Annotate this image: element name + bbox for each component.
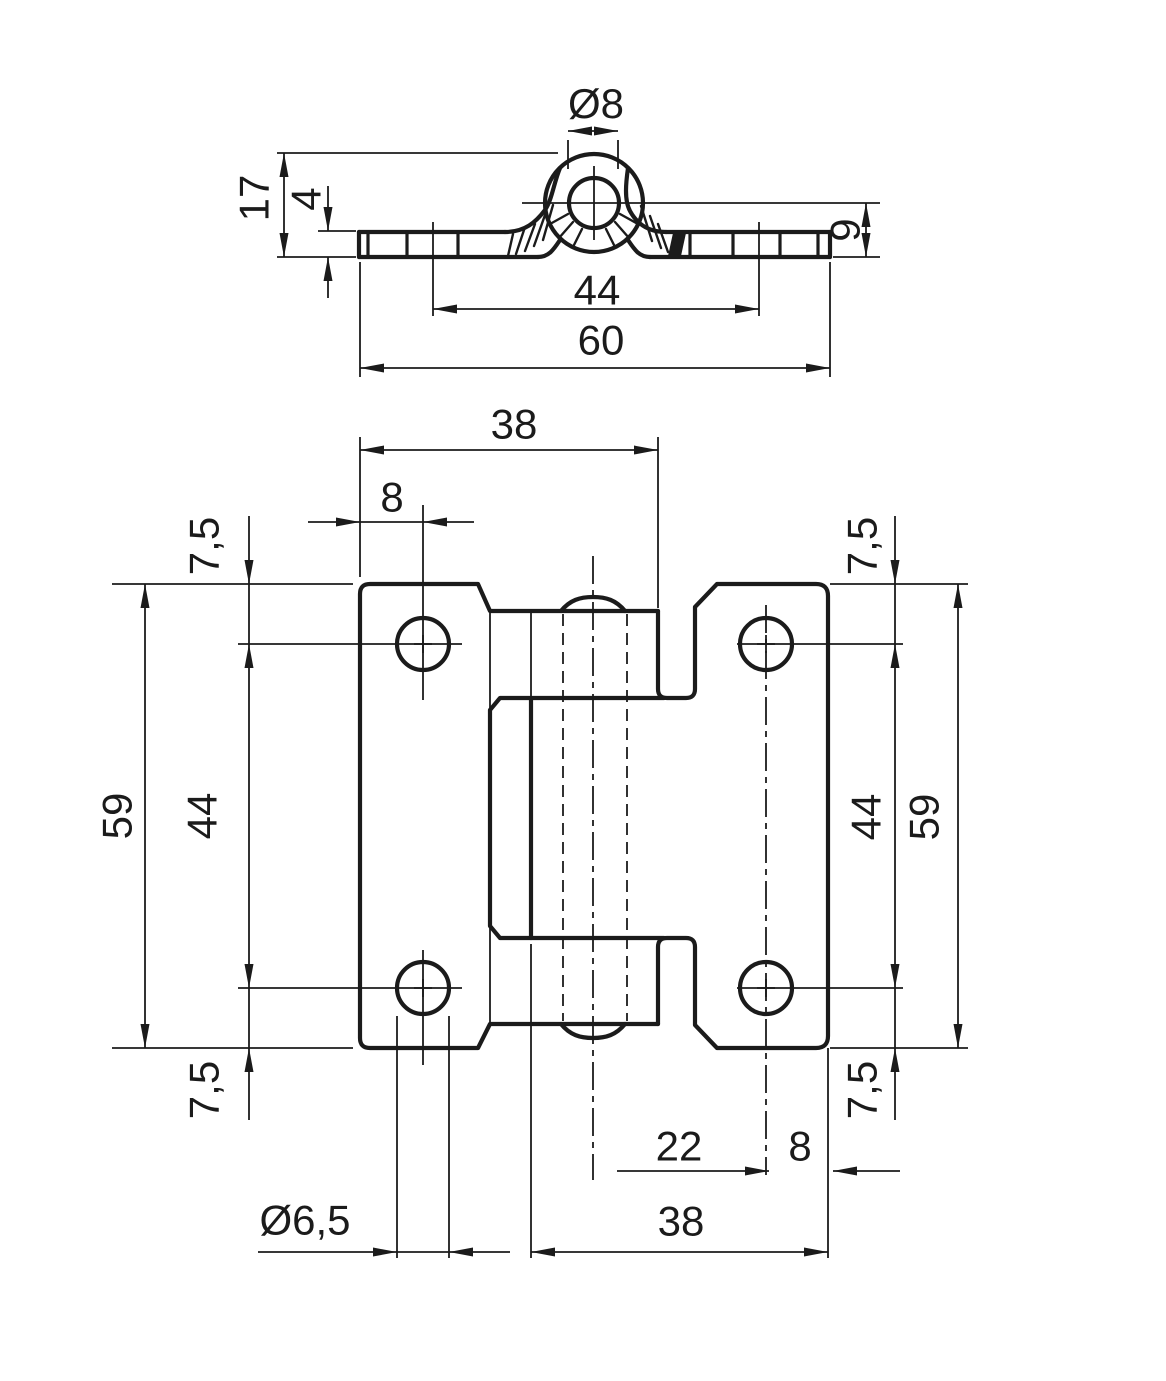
dim-label-hole-edge-top: 8	[380, 474, 403, 521]
dim-top-hole-spacing: 44	[432, 222, 760, 316]
dim-label-hole-top-offset-right: 7,5	[839, 517, 886, 575]
screw-hole-bottom-right	[737, 959, 795, 1017]
bend-hatch-ticks	[506, 203, 686, 258]
dim-hole-edge-bottom: 8	[788, 1123, 900, 1176]
dim-label-pin-center-height: 9	[822, 218, 869, 241]
left-leaf-outline	[357, 581, 661, 1051]
dim-label-pin-hole-diameter: Ø8	[568, 80, 624, 127]
right-leaf-outline	[655, 581, 831, 1051]
dim-chain-right: 7,5 44 7,5	[839, 516, 900, 1120]
dim-label-leaf-thickness: 4	[283, 187, 330, 210]
dim-right-leaf-width: 38	[530, 944, 829, 1258]
bend-end-solid-wedge	[668, 233, 686, 256]
screw-holes	[394, 615, 795, 1017]
dim-label-overall-length: 60	[578, 317, 625, 364]
dim-pin-center-height: 9	[822, 203, 880, 258]
dim-overall-height-right: 59	[830, 583, 968, 1049]
dim-label-hole-edge-bottom: 8	[788, 1123, 811, 1170]
dim-pin-to-hole: 22	[617, 1123, 769, 1176]
dim-leaf-thickness: 4	[283, 186, 356, 298]
dim-label-hole-spacing-left: 44	[179, 793, 226, 840]
dim-label-overall-height-right: 59	[901, 794, 948, 841]
dim-pin-hole-diameter: Ø8	[567, 80, 624, 169]
dim-label-screw-hole-diameter: Ø6,5	[259, 1197, 350, 1244]
front-plan-view: 38 8 59 7,5 44 7,5	[94, 401, 968, 1258]
dim-label-hole-bottom-offset-left: 7,5	[181, 1061, 228, 1119]
dim-label-knuckle-height: 17	[231, 175, 278, 222]
dim-label-top-hole-spacing: 44	[574, 267, 621, 314]
dim-label-left-leaf-width: 38	[491, 401, 538, 448]
top-profile-view: Ø8 17 4 44	[231, 80, 880, 377]
dim-label-hole-spacing-right: 44	[843, 794, 890, 841]
dim-label-overall-height-left: 59	[94, 793, 141, 840]
dim-overall-height-left: 59	[94, 583, 353, 1049]
dim-label-hole-top-offset-left: 7,5	[181, 517, 228, 575]
dim-screw-hole-diameter: Ø6,5	[258, 1016, 510, 1258]
screw-hole-top-left	[394, 615, 452, 673]
center-recess-outline	[487, 695, 667, 941]
screw-hole-bottom-left	[394, 959, 452, 1017]
dim-overall-length: 60	[359, 262, 831, 377]
dim-label-pin-to-hole: 22	[656, 1123, 703, 1170]
dim-knuckle-height: 17	[231, 152, 558, 258]
screw-hole-top-right	[737, 615, 795, 673]
knuckle-top-arc	[558, 594, 628, 614]
dim-label-hole-bottom-offset-right: 7,5	[839, 1061, 886, 1119]
dim-hole-edge-top: 8	[308, 474, 474, 527]
dim-left-leaf-width: 38	[359, 401, 659, 608]
dim-label-right-leaf-width: 38	[658, 1198, 705, 1245]
leaf-strip-outline	[356, 229, 833, 260]
dim-chain-left: 7,5 44 7,5	[179, 516, 254, 1120]
